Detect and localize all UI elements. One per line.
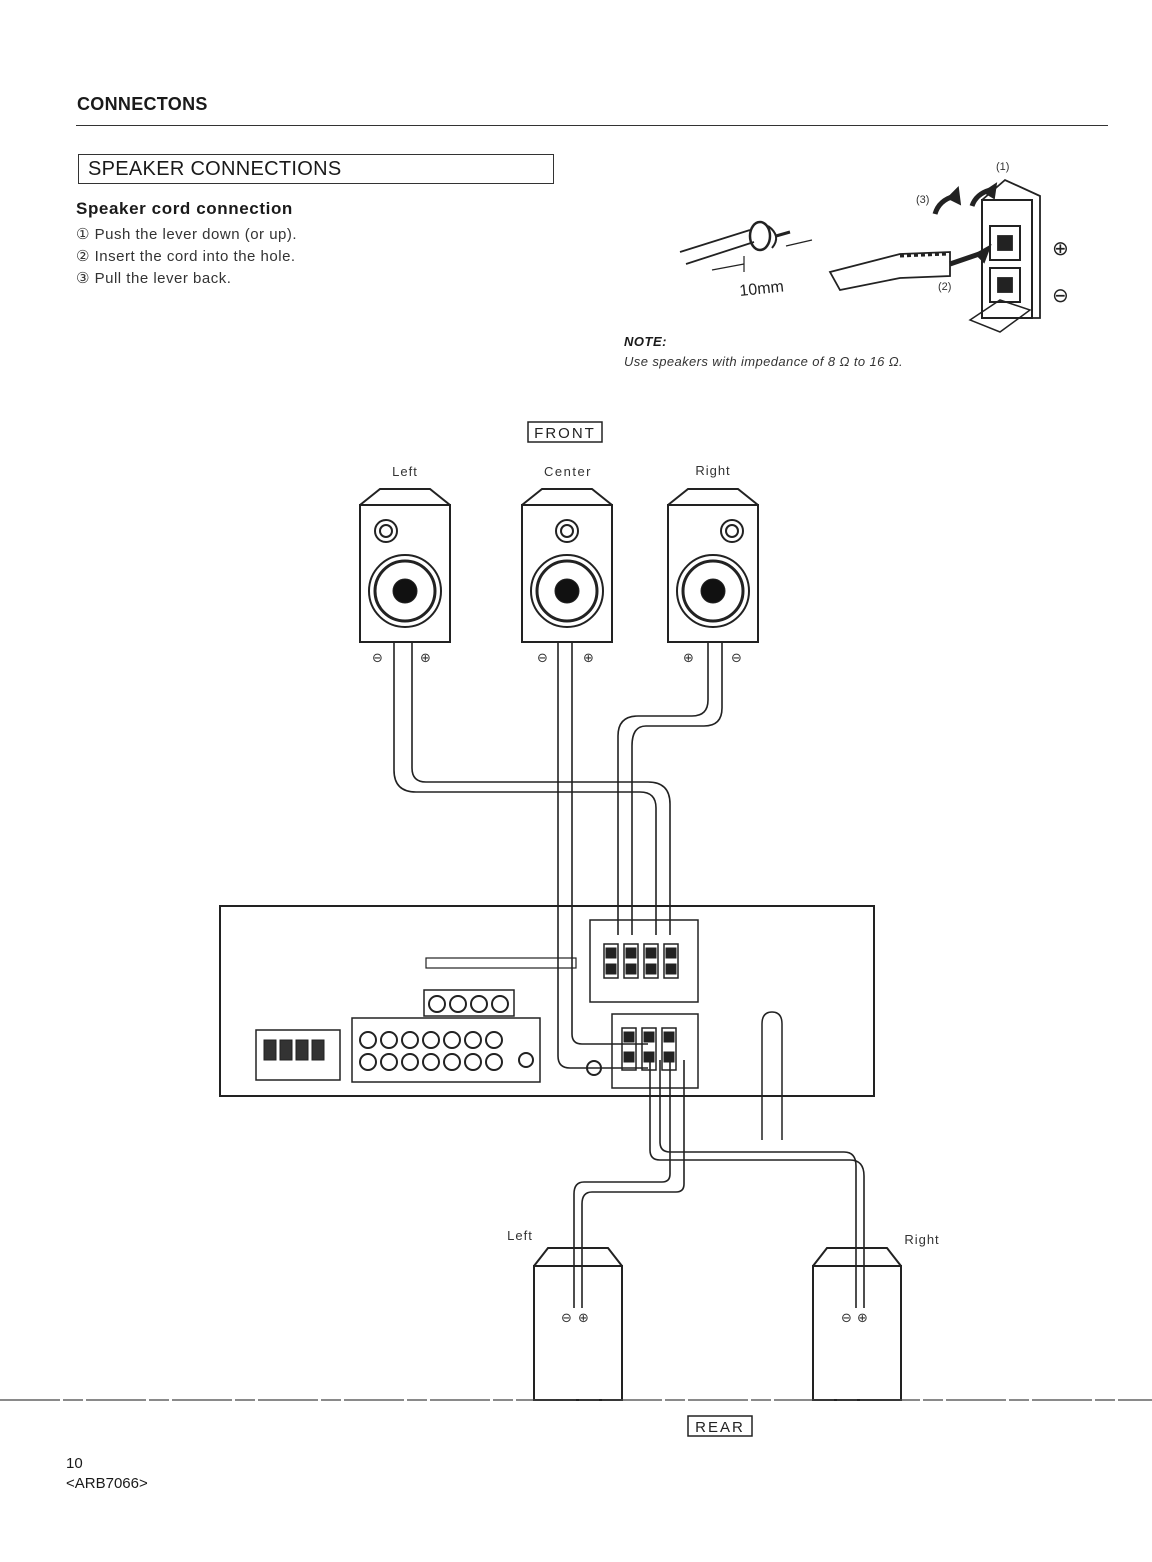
rca-jack-panel	[352, 990, 601, 1082]
front-right-minus-icon: ⊖	[731, 650, 742, 665]
front-center-label: Center	[544, 464, 592, 479]
power-cord	[762, 1012, 782, 1140]
strip-length-label: 10mm	[739, 278, 785, 300]
front-label: FRONT	[534, 425, 596, 442]
front-left-label: Left	[392, 464, 418, 479]
receiver-rear-panel	[220, 906, 874, 1140]
front-cables	[394, 642, 722, 1068]
cord-strip-illustration: 10mm (1) (3) (2) ⊕ ⊖	[680, 161, 1069, 332]
document-code: <ARB7066>	[66, 1475, 148, 1492]
terminal-minus-symbol: ⊖	[1052, 285, 1069, 307]
callout-1: (1)	[996, 161, 1009, 173]
front-right-label: Right	[695, 463, 730, 478]
rear-left-label: Left	[507, 1228, 533, 1243]
front-left-plus-icon: ⊕	[420, 650, 431, 665]
insert-cord-icon	[830, 246, 990, 290]
page-number: 10	[66, 1455, 83, 1472]
front-center-speaker: ⊖ ⊕	[522, 489, 612, 665]
rear-left-minus-icon: ⊖	[561, 1310, 572, 1325]
front-left-speaker: ⊖ ⊕	[360, 489, 450, 665]
front-right-plus-icon: ⊕	[683, 650, 694, 665]
rear-cables	[574, 1060, 864, 1308]
rear-left-speaker: ⊖ ⊕	[534, 1248, 622, 1400]
rear-right-minus-icon: ⊖	[841, 1310, 852, 1325]
callout-2: (2)	[938, 281, 951, 293]
callout-3: (3)	[916, 194, 929, 206]
stripped-cord-icon	[680, 222, 812, 272]
front-center-minus-icon: ⊖	[537, 650, 548, 665]
front-center-plus-icon: ⊕	[583, 650, 594, 665]
rear-right-plus-icon: ⊕	[857, 1310, 868, 1325]
center-rear-speaker-terminals	[612, 1014, 698, 1088]
front-left-minus-icon: ⊖	[372, 650, 383, 665]
antenna-terminals	[256, 1030, 340, 1080]
rear-right-label: Right	[904, 1232, 939, 1247]
terminal-plus-symbol: ⊕	[1052, 238, 1069, 260]
rear-label-box: REAR	[688, 1416, 752, 1436]
rear-left-plus-icon: ⊕	[578, 1310, 589, 1325]
front-label-box: FRONT	[528, 422, 602, 442]
front-speaker-terminals	[590, 920, 698, 1002]
front-right-speaker: ⊕ ⊖	[668, 489, 758, 665]
rear-label: REAR	[695, 1419, 745, 1436]
rear-right-speaker: ⊖ ⊕	[813, 1248, 901, 1400]
